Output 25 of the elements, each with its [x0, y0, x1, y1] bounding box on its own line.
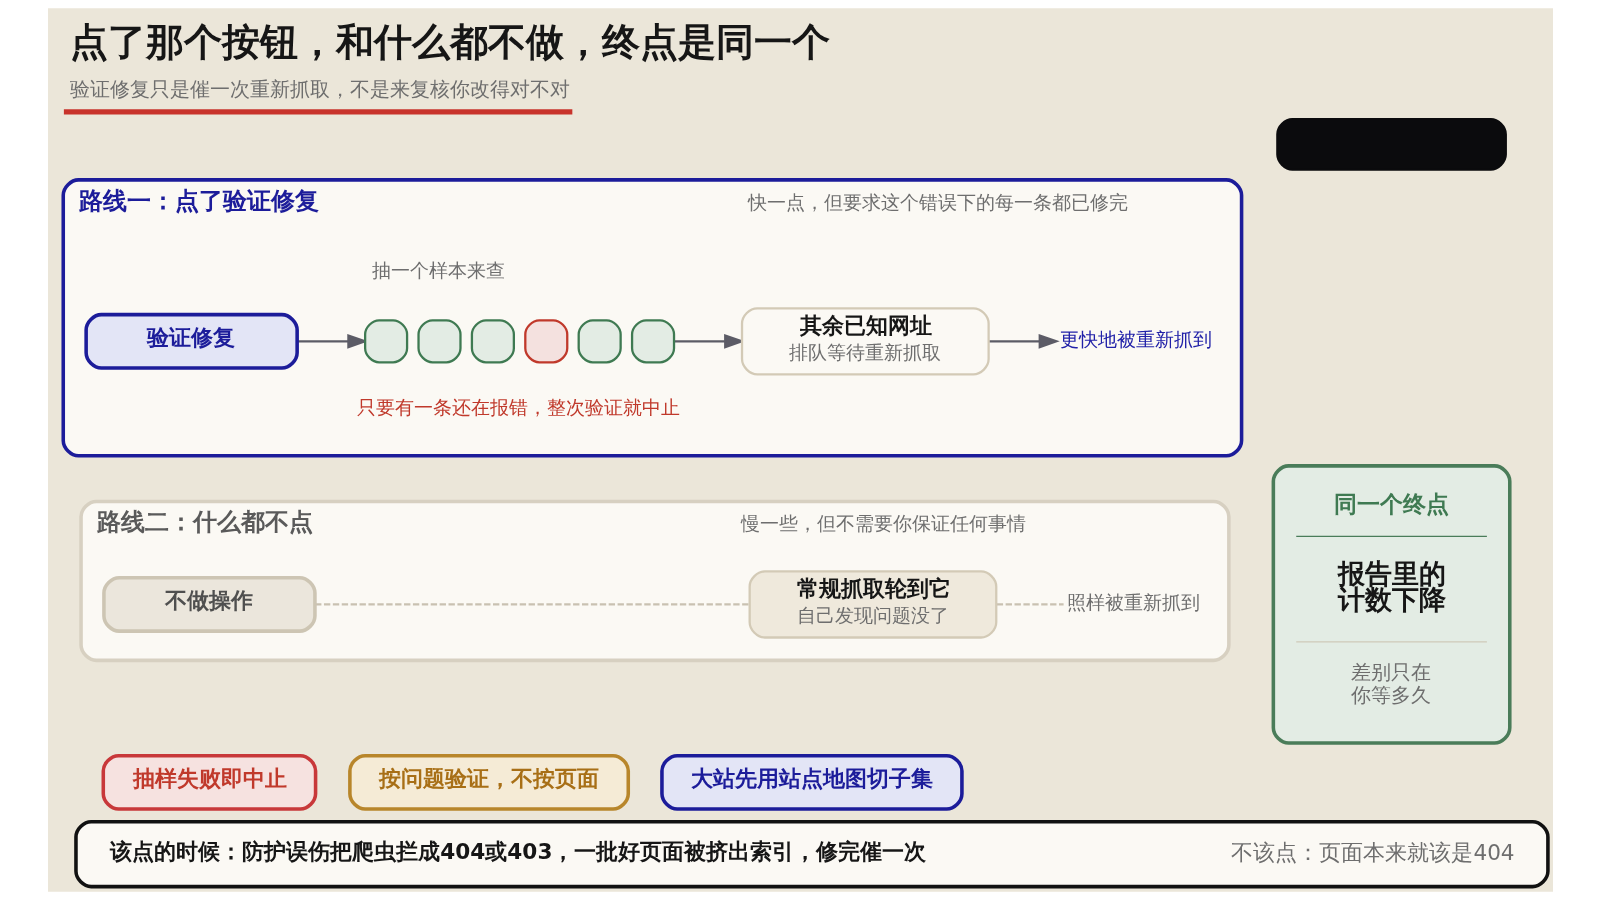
node-box: 验证修复: [83, 312, 299, 370]
node-box: 按问题验证，不按页面: [347, 753, 630, 811]
connector: [314, 603, 749, 606]
label: 只要有一条还在报错，整次验证就中止: [356, 396, 680, 419]
caption: 验证修复只是催一次重新抓取，不是来复核你改得对不对: [69, 77, 570, 102]
node-box: [523, 319, 568, 364]
node-box: 大站先用站点地图切子集: [659, 753, 964, 811]
node-box: [1275, 117, 1507, 171]
node-text: 照样被重新抓到: [1066, 590, 1200, 613]
node-box: 同一个终点 报告里的计数下降 差别只在你等多久: [1271, 464, 1512, 745]
node-box: [363, 319, 408, 364]
diagram-title: 点了那个按钮，和什么都不做，终点是同一个: [69, 19, 830, 64]
node-box: 该点的时候：防护误伤把爬虫拦成404或403，一批好页面被挤出索引，修完催一次 不该点：页面本来就该是404: [73, 820, 1550, 889]
connector: [996, 603, 1064, 606]
node-box: [577, 319, 622, 364]
node-box: 常规抓取轮到它 自己发现问题没了: [748, 570, 997, 639]
node-box: 其余已知网址 排队等待重新抓取: [740, 307, 990, 376]
label: 抽一个样本来查: [371, 259, 505, 282]
node-box: 抽样失败即中止: [101, 753, 317, 811]
node-box: [630, 319, 675, 364]
node-text: 更快地被重新抓到: [1059, 327, 1212, 350]
node-box: 不做操作: [101, 575, 317, 633]
arrow: [988, 333, 1060, 349]
node-box: [470, 319, 515, 364]
node-box: [416, 319, 462, 364]
